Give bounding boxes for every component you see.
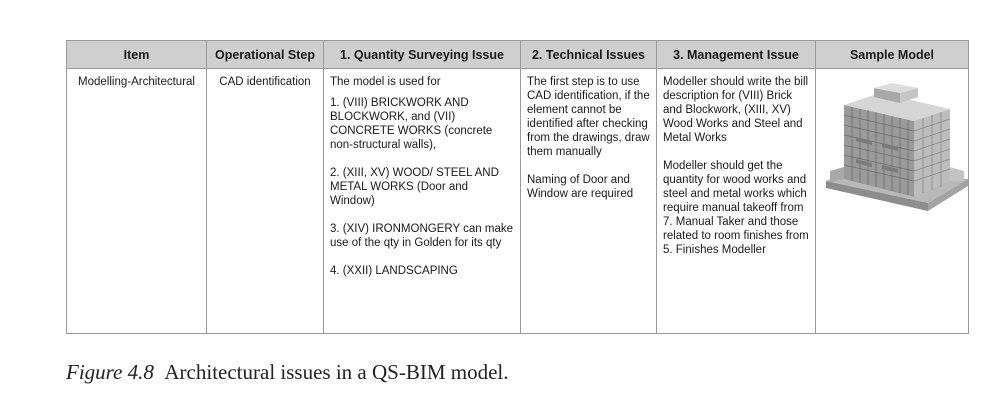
header-management-issue: 3. Management Issue [656,40,816,69]
table-header-row: Item Operational Step 1. Quantity Survey… [66,40,969,69]
header-qs-issue: 1. Quantity Surveying Issue [323,40,521,69]
building-model-illustration [826,83,968,211]
cell-management-issue: Modeller should write the bill descripti… [656,68,816,334]
cell-item: Modelling-Architectural [66,68,207,334]
figure-caption: Figure 4.8 Architectural issues in a QS-… [66,360,509,385]
table-row: Modelling-Architectural CAD identificati… [66,68,972,334]
sample-model-image [822,75,972,225]
technical-issue-1: The first step is to use CAD identificat… [527,76,650,158]
header-sample-model: Sample Model [815,40,969,69]
qs-issue-point-1: 1. (VIII) BRICKWORK AND BLOCKWORK, and (… [330,97,493,151]
cell-operational-step: CAD identification [206,68,324,334]
header-technical-issues: 2. Technical Issues [520,40,657,69]
technical-issue-2: Naming of Door and Window are required [527,174,634,200]
figure-label: Figure 4.8 [66,360,154,384]
cell-sample-model [815,68,972,334]
header-item: Item [66,40,207,69]
management-issue-2: Modeller should get the quantity for woo… [663,160,809,256]
management-issue-1: Modeller should write the bill descripti… [663,76,809,144]
qs-issue-intro: The model is used for [330,76,441,88]
header-operational-step: Operational Step [206,40,324,69]
qs-issue-point-2: 2. (XIII, XV) WOOD/ STEEL AND METAL WORK… [330,167,499,207]
cell-technical-issues: The first step is to use CAD identificat… [520,68,657,334]
qs-issue-point-4: 4. (XXII) LANDSCAPING [330,265,458,277]
figure-caption-text: Architectural issues in a QS-BIM model. [164,360,509,384]
issues-table: Item Operational Step 1. Quantity Survey… [66,40,969,334]
qs-issue-point-3: 3. (XIV) IRONMONGERY can make use of the… [330,223,513,249]
cell-qs-issue: The model is used for 1. (VIII) BRICKWOR… [323,68,521,334]
